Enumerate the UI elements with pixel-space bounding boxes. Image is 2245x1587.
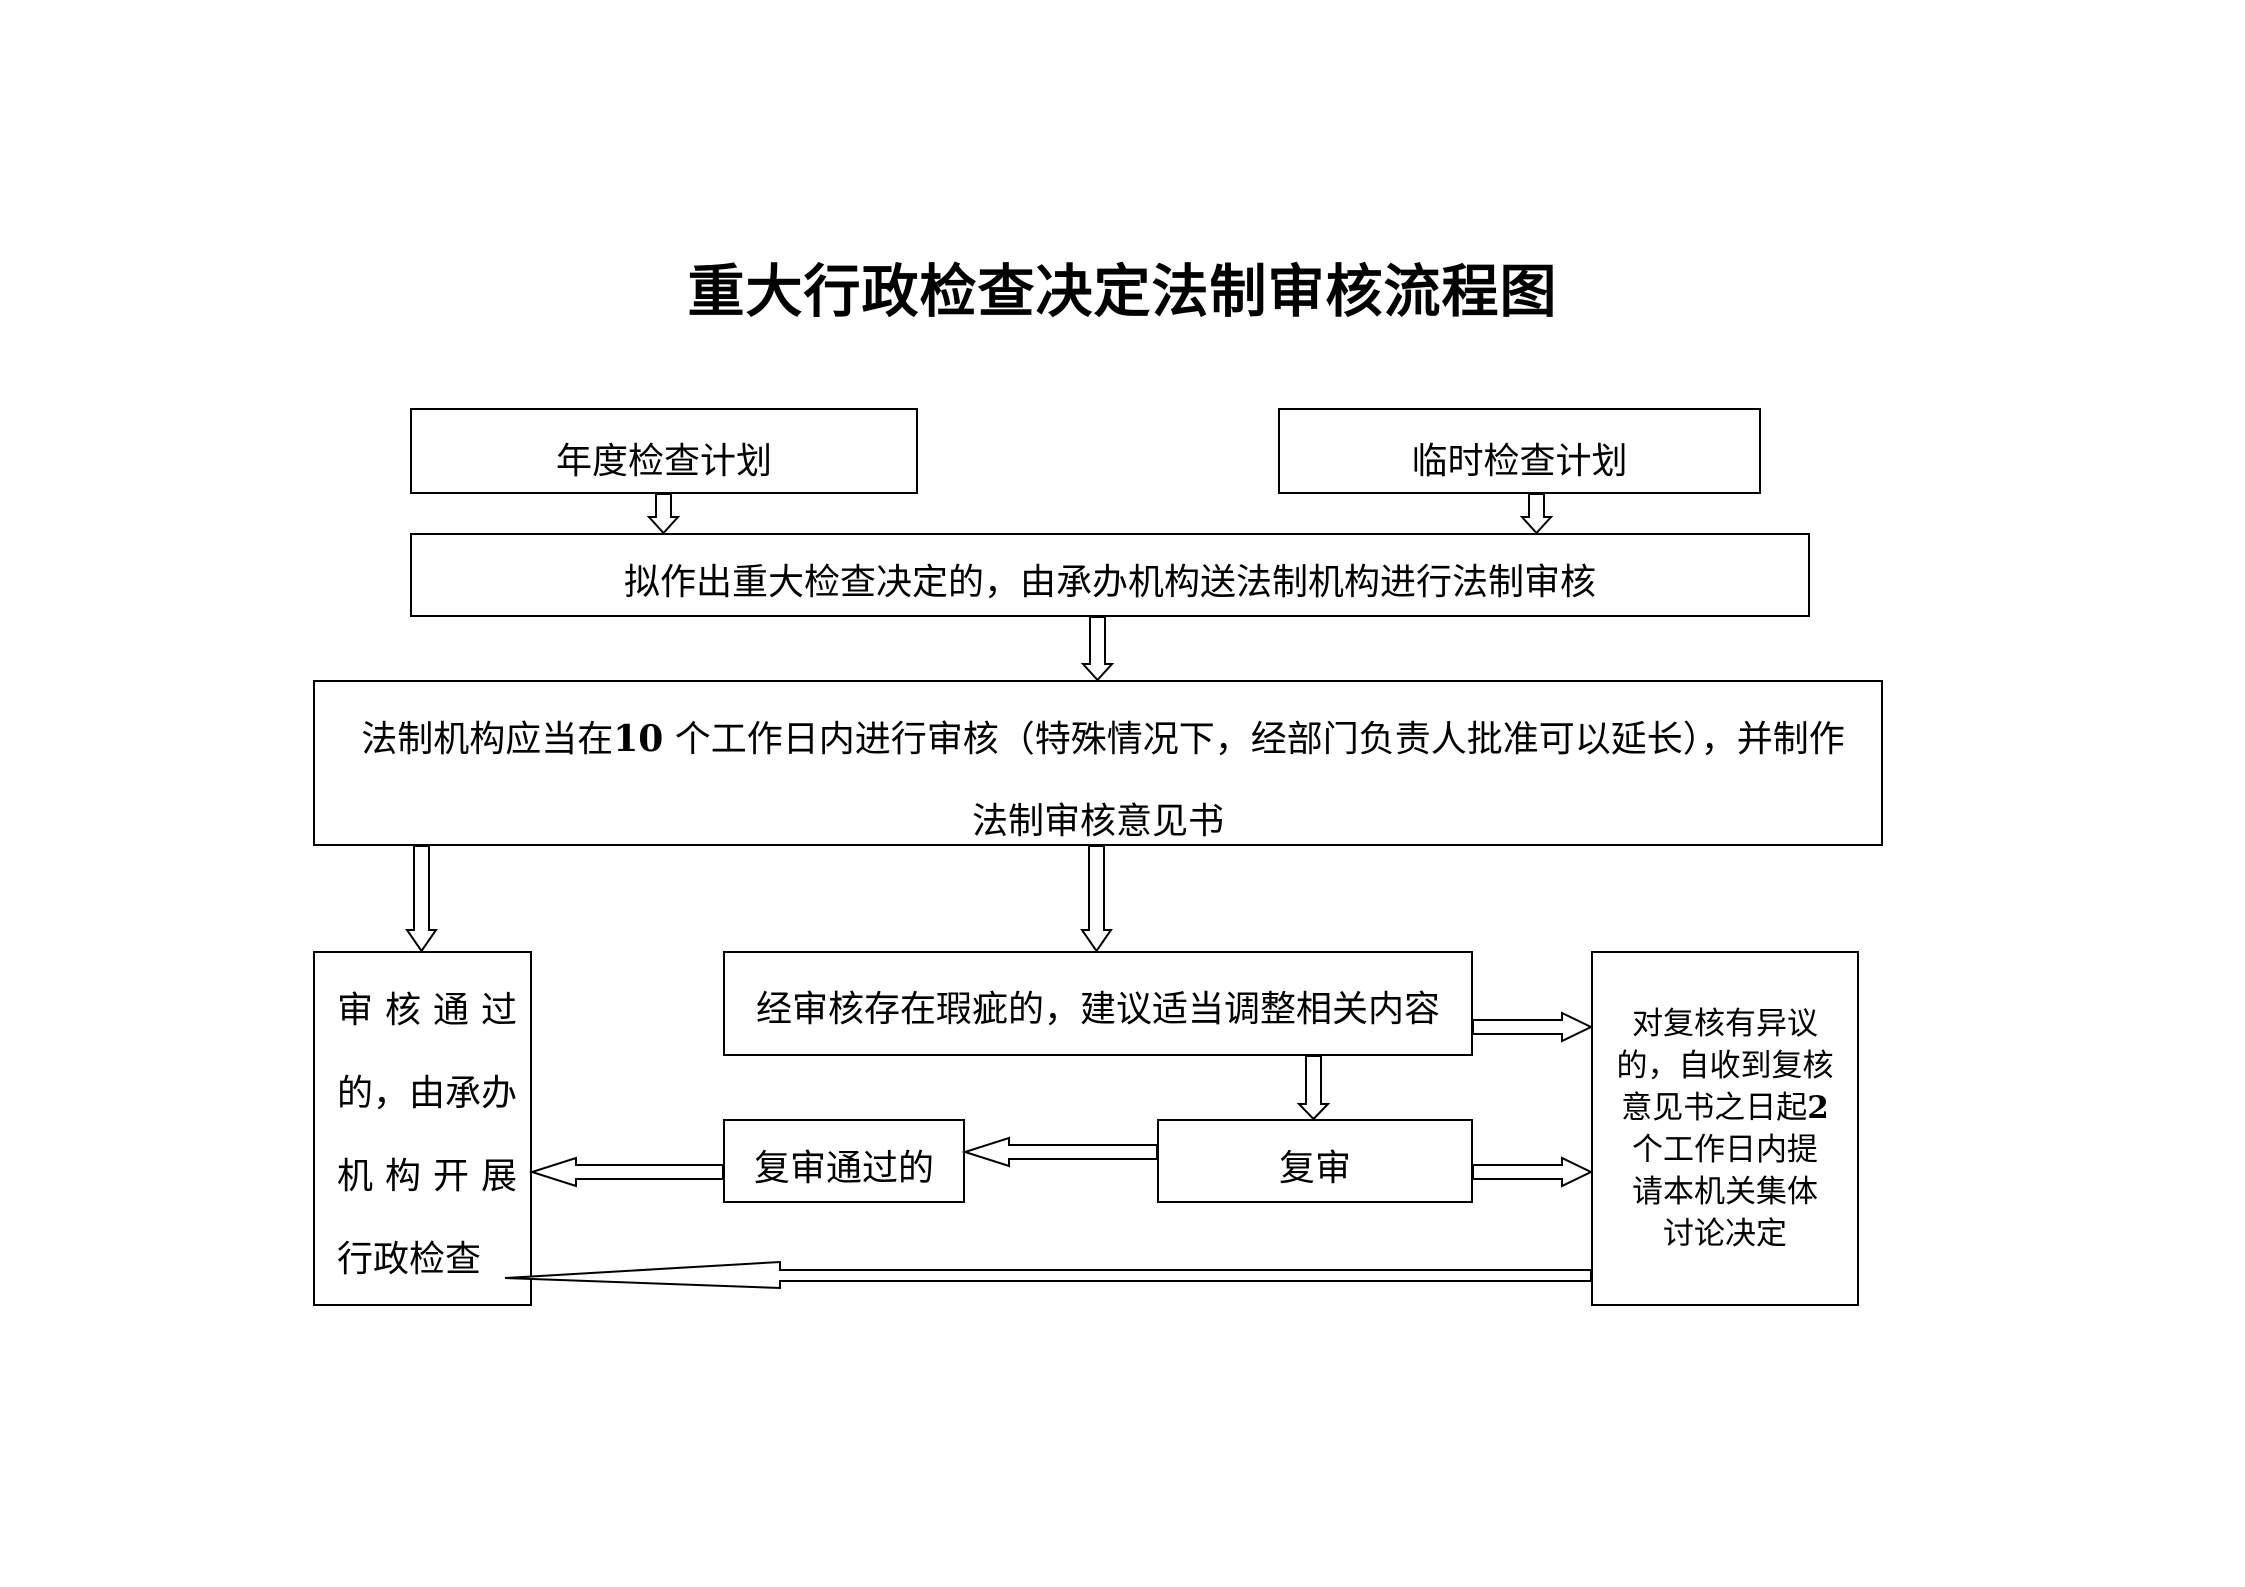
recheck-passed-node: 复审通过的 — [723, 1119, 965, 1203]
arrow-review-to-flawed — [1080, 845, 1113, 953]
flawed-node: 经审核存在瑕疵的，建议适当调整相关内容 — [723, 951, 1473, 1056]
page-title: 重大行政检查决定法制审核流程图 — [687, 259, 1558, 325]
objection-line2: 的，自收到复核 — [1616, 1047, 1834, 1084]
approved-line3: 机 构 开 展 — [337, 1156, 517, 1197]
approved-line1: 审 核 通 过 — [337, 990, 517, 1031]
arrow-temporary-to-submit — [1519, 493, 1554, 535]
legal-review-days: 10 — [613, 718, 664, 760]
legal-review-line1-post: 个工作日内进行审核（特殊情况下，经部门负责人批准可以延长），并制作 — [663, 719, 1845, 760]
objection-line1: 对复核有异议 — [1632, 1005, 1818, 1042]
objection-line3-pre: 意见书之日起 — [1621, 1089, 1808, 1126]
arrow-flawed-to-objection — [1472, 1011, 1594, 1043]
temporary-plan-node: 临时检查计划 — [1278, 408, 1761, 494]
legal-review-line2: 法制审核意见书 — [971, 801, 1224, 842]
objection-line5: 请本机关集体 — [1632, 1173, 1818, 1210]
arrow-recheck-to-objection — [1472, 1156, 1594, 1188]
temporary-plan-label: 临时检查计划 — [1411, 441, 1628, 482]
submit-review-node: 拟作出重大检查决定的，由承办机构送法制机构进行法制审核 — [410, 533, 1810, 617]
arrow-submit-to-review — [1080, 616, 1115, 682]
recheck-passed-label: 复审通过的 — [753, 1148, 934, 1189]
approved-node: 审 核 通 过 的，由承办 机 构 开 展 行政检查 — [313, 951, 532, 1306]
arrow-recheck-passed-to-approved — [528, 1156, 724, 1188]
annual-plan-node: 年度检查计划 — [410, 408, 918, 494]
legal-review-line1-pre: 法制机构应当在 — [361, 719, 614, 760]
legal-review-line1: 法制机构应当在10 个工作日内进行审核（特殊情况下，经部门负责人批准可以延长），… — [335, 710, 1871, 762]
arrow-review-to-approved — [405, 845, 438, 953]
arrow-recheck-to-recheck-passed — [961, 1136, 1158, 1168]
arrow-flawed-to-recheck — [1296, 1055, 1331, 1121]
approved-line4: 行政检查 — [337, 1239, 482, 1280]
arrow-annual-to-submit — [646, 493, 681, 535]
recheck-node: 复审 — [1157, 1119, 1473, 1203]
submit-review-label: 拟作出重大检查决定的，由承办机构送法制机构进行法制审核 — [623, 562, 1596, 603]
flawed-label: 经审核存在瑕疵的，建议适当调整相关内容 — [755, 988, 1440, 1030]
objection-line4: 个工作日内提 — [1632, 1131, 1818, 1168]
objection-line3: 意见书之日起2 — [1617, 1087, 1834, 1129]
objection-days: 2 — [1807, 1089, 1829, 1126]
recheck-label: 复审 — [1278, 1148, 1351, 1189]
objection-node: 对复核有异议 的，自收到复核 意见书之日起2 个工作日内提 请本机关集体 讨论决… — [1591, 951, 1859, 1306]
objection-line6: 讨论决定 — [1663, 1215, 1787, 1252]
annual-plan-label: 年度检查计划 — [555, 441, 772, 482]
arrow-objection-to-approved — [504, 1260, 1592, 1290]
approved-line2: 的，由承办 — [337, 1073, 518, 1114]
